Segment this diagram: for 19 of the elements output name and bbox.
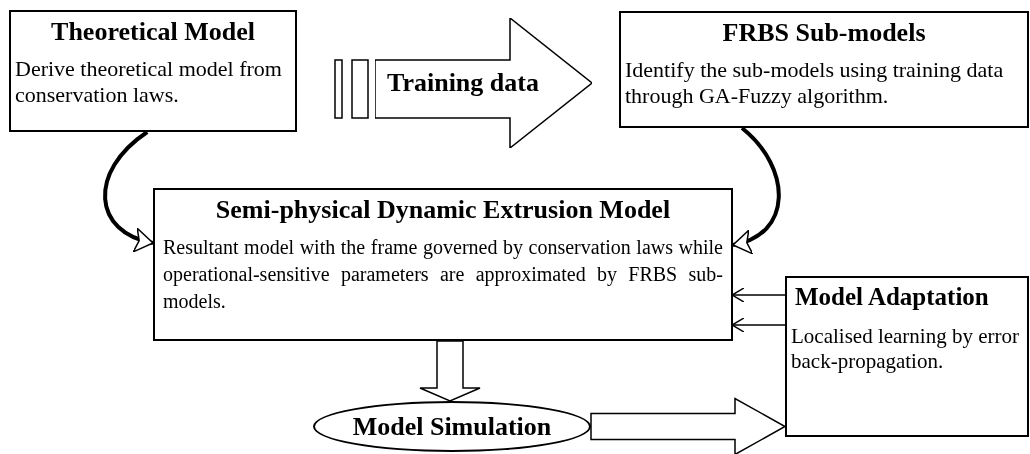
node-title: FRBS Sub-models: [721, 17, 927, 49]
block-arrow: [419, 340, 481, 402]
process-box: [9, 10, 297, 132]
process-box: [785, 276, 1029, 437]
process-box: [619, 11, 1029, 128]
process-box: [153, 188, 733, 341]
arrow-label: Training data: [387, 67, 539, 99]
node-title: Model Simulation: [352, 411, 552, 442]
node-title: Theoretical Model: [50, 16, 256, 48]
block-arrow: [590, 397, 787, 454]
node-title: Model Adaptation: [794, 282, 990, 312]
curved-arrow: [103, 130, 154, 251]
node-description: Resultant model with the frame governed by conservation laws while operational-sensitive parameters are approximated by FRBS sub-models.: [162, 235, 724, 314]
node-description: Localised learning by error back-propagation.: [790, 324, 1020, 374]
node-description: Derive theoretical model from conservation laws.: [14, 56, 283, 108]
node-description: Identify the sub-models using training data through GA-Fuzzy algorithm.: [624, 57, 1005, 109]
node-title: Semi-physical Dynamic Extrusion Model: [214, 194, 672, 226]
terminal-ellipse: [313, 401, 591, 452]
curved-arrow: [732, 126, 781, 253]
